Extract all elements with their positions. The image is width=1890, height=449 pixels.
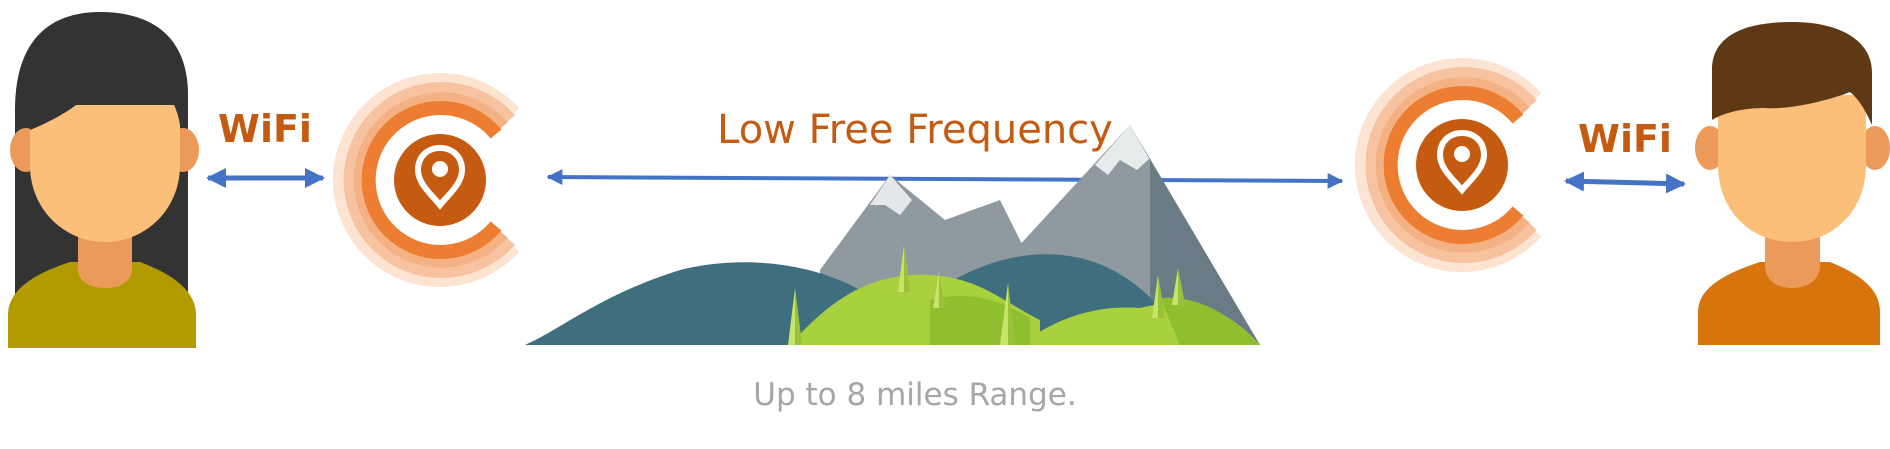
frequency-label: Low Free Frequency [717, 107, 1113, 153]
range-caption: Up to 8 miles Range. [753, 377, 1076, 413]
wifi-label-right: WiFi [1578, 117, 1672, 161]
location-pin-device-icon [1355, 58, 1542, 272]
location-pin-device-icon [333, 73, 520, 287]
mountain-landscape-icon [525, 125, 1260, 345]
male-user-icon [1695, 22, 1890, 345]
female-user-icon [8, 12, 199, 348]
wifi-link-arrow-right [1564, 171, 1686, 194]
long-range-link-arrow [546, 169, 1344, 189]
wifi-label-left: WiFi [218, 107, 312, 151]
